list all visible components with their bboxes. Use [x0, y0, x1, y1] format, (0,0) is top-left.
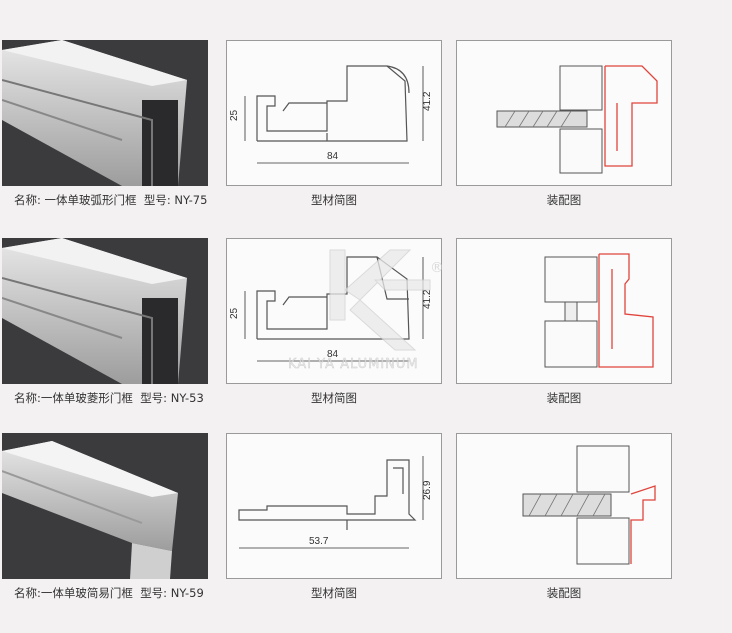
dim-height: 26.9	[422, 480, 433, 500]
product-model-text: 型号: NY-75	[143, 193, 208, 207]
product-name-3: 名称:一体单玻简易门框 型号: NY-59	[14, 585, 204, 601]
profile-drawing-2: 25 41.2 84	[226, 238, 442, 384]
assembly-caption-3: 装配图	[546, 586, 582, 600]
assembly-drawing-3	[456, 433, 672, 579]
product-photo-2	[2, 238, 208, 384]
dim-height: 25	[229, 307, 240, 319]
dim-width: 53.7	[309, 536, 329, 547]
product-model-text: 型号: NY-53	[140, 391, 204, 405]
product-model-text: 型号: NY-59	[140, 586, 204, 600]
assembly-drawing-1	[456, 40, 672, 186]
profile-caption-1: 型材简图	[311, 193, 357, 207]
product-photo-1	[2, 40, 208, 186]
dim-height: 25	[229, 109, 240, 121]
dim-total-height: 41.2	[422, 91, 433, 111]
product-name-text: 名称:一体单玻菱形门框	[14, 391, 133, 405]
product-name-text: 名称: 一体单玻弧形门框	[14, 193, 137, 207]
product-name-text: 名称:一体单玻简易门框	[14, 586, 133, 600]
dim-width: 84	[327, 349, 339, 360]
profile-drawing-3: 26.9 53.7	[226, 433, 442, 579]
product-name-1: 名称: 一体单玻弧形门框 型号: NY-75	[14, 192, 207, 208]
profile-caption-3: 型材简图	[311, 586, 357, 600]
profile-caption-2: 型材简图	[311, 391, 357, 405]
assembly-caption-2: 装配图	[546, 391, 582, 405]
product-name-2: 名称:一体单玻菱形门框 型号: NY-53	[14, 390, 204, 406]
assembly-drawing-2	[456, 238, 672, 384]
profile-drawing-1: 25 41.2 84	[226, 40, 442, 186]
dim-total-height: 41.2	[422, 289, 433, 309]
assembly-caption-1: 装配图	[546, 193, 582, 207]
product-photo-3	[2, 433, 208, 579]
dim-width: 84	[327, 151, 339, 162]
